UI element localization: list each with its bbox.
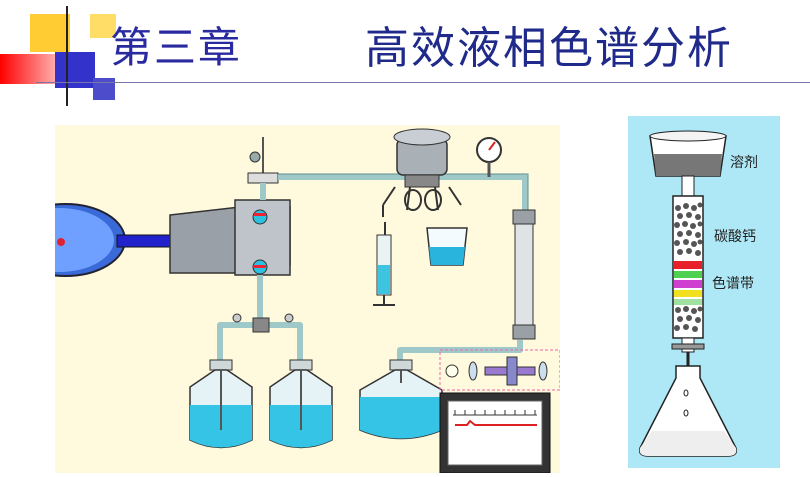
column-schematic xyxy=(638,130,738,457)
column-chromatography-diagram: 溶剂 碳酸钙 色谱带 xyxy=(628,116,780,468)
mixing-tee xyxy=(252,317,270,333)
chapter-title: 第三章 xyxy=(110,23,243,72)
syringe xyxy=(373,222,395,306)
title-underline xyxy=(36,82,810,83)
solvent-bottle-1 xyxy=(189,359,253,449)
band-green xyxy=(674,271,702,278)
band-red xyxy=(674,261,702,269)
topic-title: 高效液相色谱分析 xyxy=(365,23,733,74)
band-lightgreen xyxy=(674,299,702,305)
decor-yellow-small-square xyxy=(90,14,116,38)
band-magenta xyxy=(674,280,702,288)
decor-vertical-line xyxy=(66,6,68,106)
pressure-gauge xyxy=(476,137,502,177)
tubing-outline xyxy=(278,173,529,210)
pump-motor xyxy=(4,203,126,277)
hplc-diagram xyxy=(4,125,561,474)
band-yellow xyxy=(674,290,702,297)
label-solvent: 溶剂 xyxy=(730,155,758,171)
decor-yellow-square xyxy=(30,14,70,52)
pump-head xyxy=(169,199,291,276)
hplc-schematic xyxy=(4,128,561,474)
label-chromatographic-band: 色谱带 xyxy=(712,276,754,292)
pressure-valve xyxy=(247,137,279,184)
solvent-bottle-2 xyxy=(269,359,333,449)
chromatography-column xyxy=(512,209,536,340)
beaker xyxy=(426,227,468,266)
waste-bottle xyxy=(359,359,443,440)
detector-optics xyxy=(439,349,561,391)
label-calcium-carbonate: 碳酸钙 xyxy=(714,229,756,245)
column-packing xyxy=(674,202,703,332)
decor-blue-small-square xyxy=(93,78,115,100)
recorder xyxy=(439,392,551,474)
injector xyxy=(382,128,462,217)
